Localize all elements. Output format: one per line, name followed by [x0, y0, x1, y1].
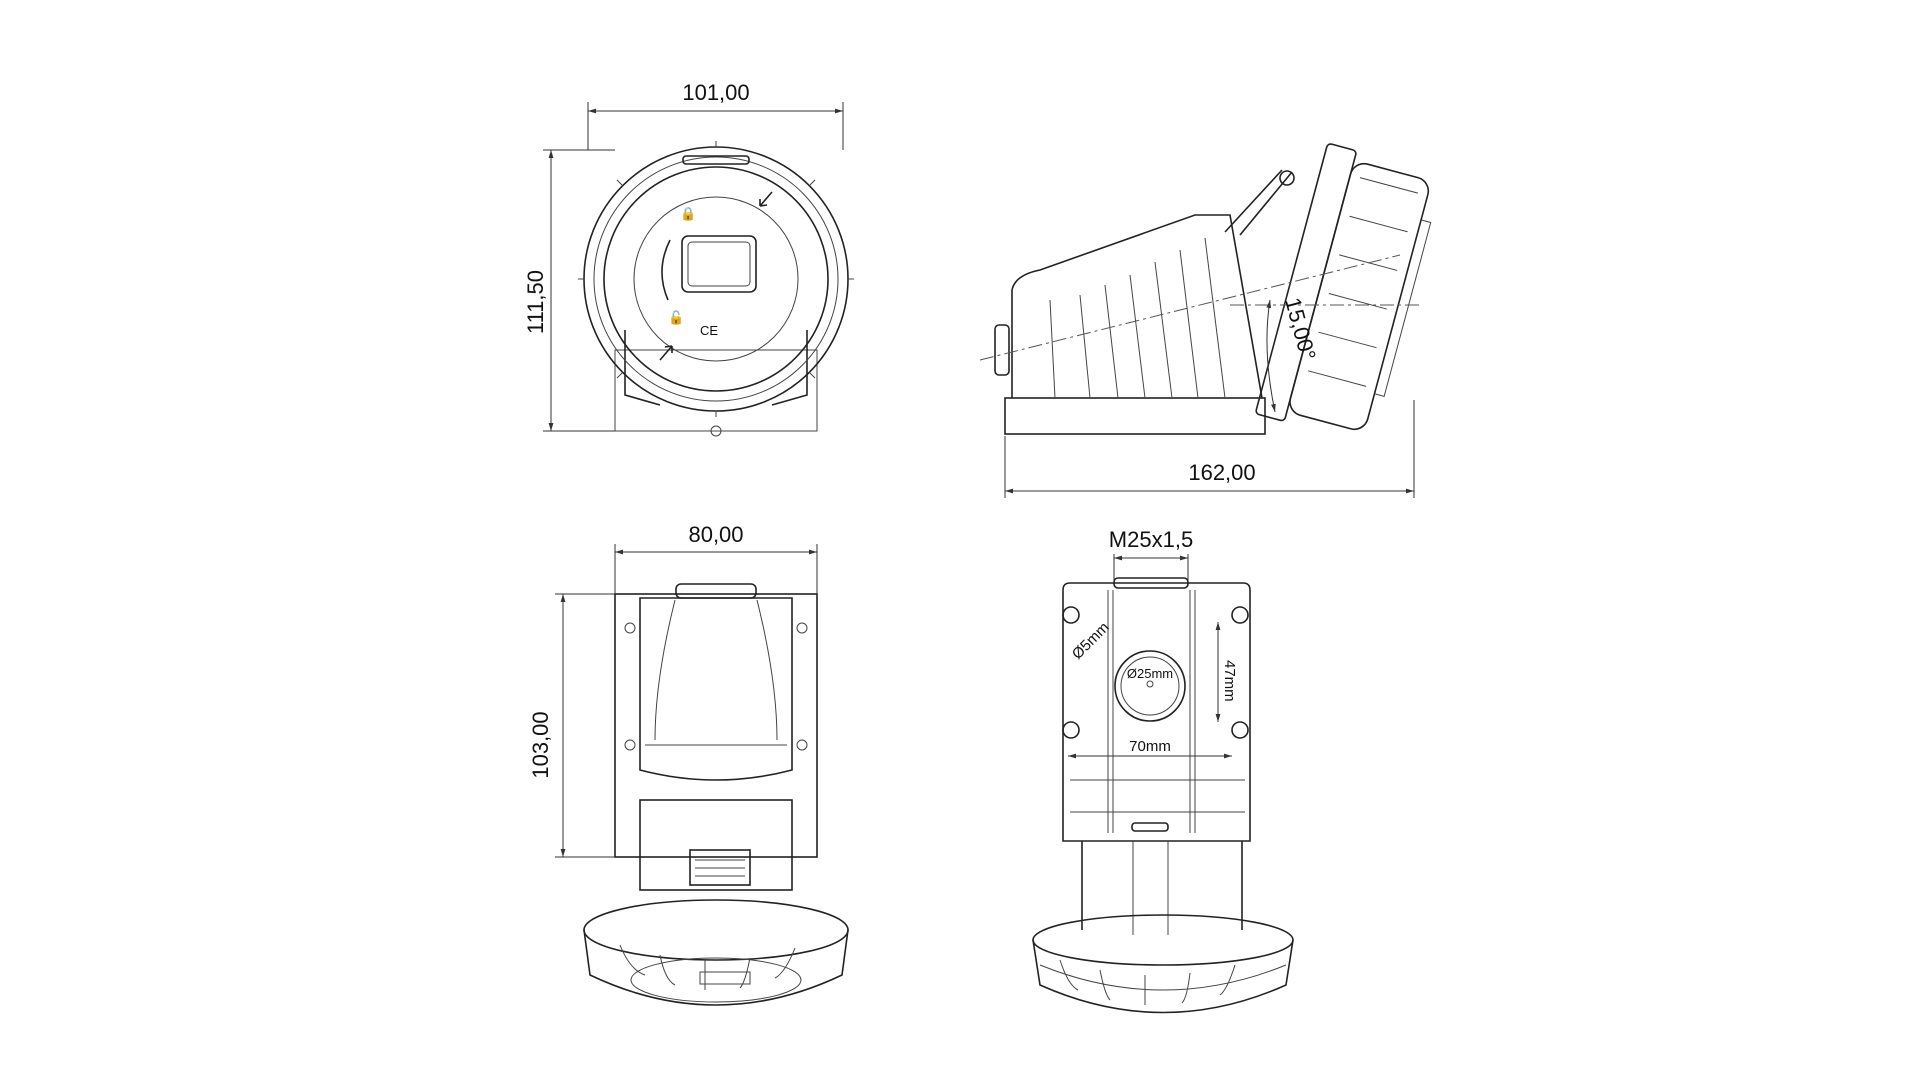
dimension-side-length: 162,00	[1004, 400, 1415, 498]
svg-text:Ø5mm: Ø5mm	[1069, 619, 1113, 663]
svg-text:M25x1,5: M25x1,5	[1109, 527, 1193, 552]
top-view	[583, 583, 849, 1006]
arrow-icon	[659, 345, 673, 361]
svg-text:101,00: 101,00	[682, 80, 749, 105]
dimension-thread: M25x1,5	[1109, 527, 1193, 580]
svg-text:70mm: 70mm	[1129, 738, 1171, 755]
ce-mark: CE	[700, 323, 718, 338]
front-view: 🔒 🔓 CE	[578, 141, 854, 437]
svg-text:Ø25mm: Ø25mm	[1127, 666, 1173, 681]
dimension-top-height: 103,00	[528, 593, 615, 858]
svg-text:103,00: 103,00	[528, 711, 553, 778]
lock-icon: 🔒	[680, 206, 696, 221]
svg-text:80,00: 80,00	[688, 522, 743, 547]
back-view: Ø25mm Ø5mm 47mm 70mm	[1032, 577, 1294, 1014]
side-view	[979, 143, 1432, 435]
dimension-front-width: 101,00	[587, 80, 844, 150]
dimension-top-width: 80,00	[614, 522, 818, 594]
unlock-icon: 🔓	[668, 310, 684, 325]
svg-text:47mm: 47mm	[1221, 660, 1238, 702]
svg-text:111,50: 111,50	[523, 270, 548, 334]
svg-text:162,00: 162,00	[1188, 460, 1255, 485]
dimension-front-height: 111,50	[523, 149, 615, 432]
arrow-icon	[759, 191, 773, 207]
